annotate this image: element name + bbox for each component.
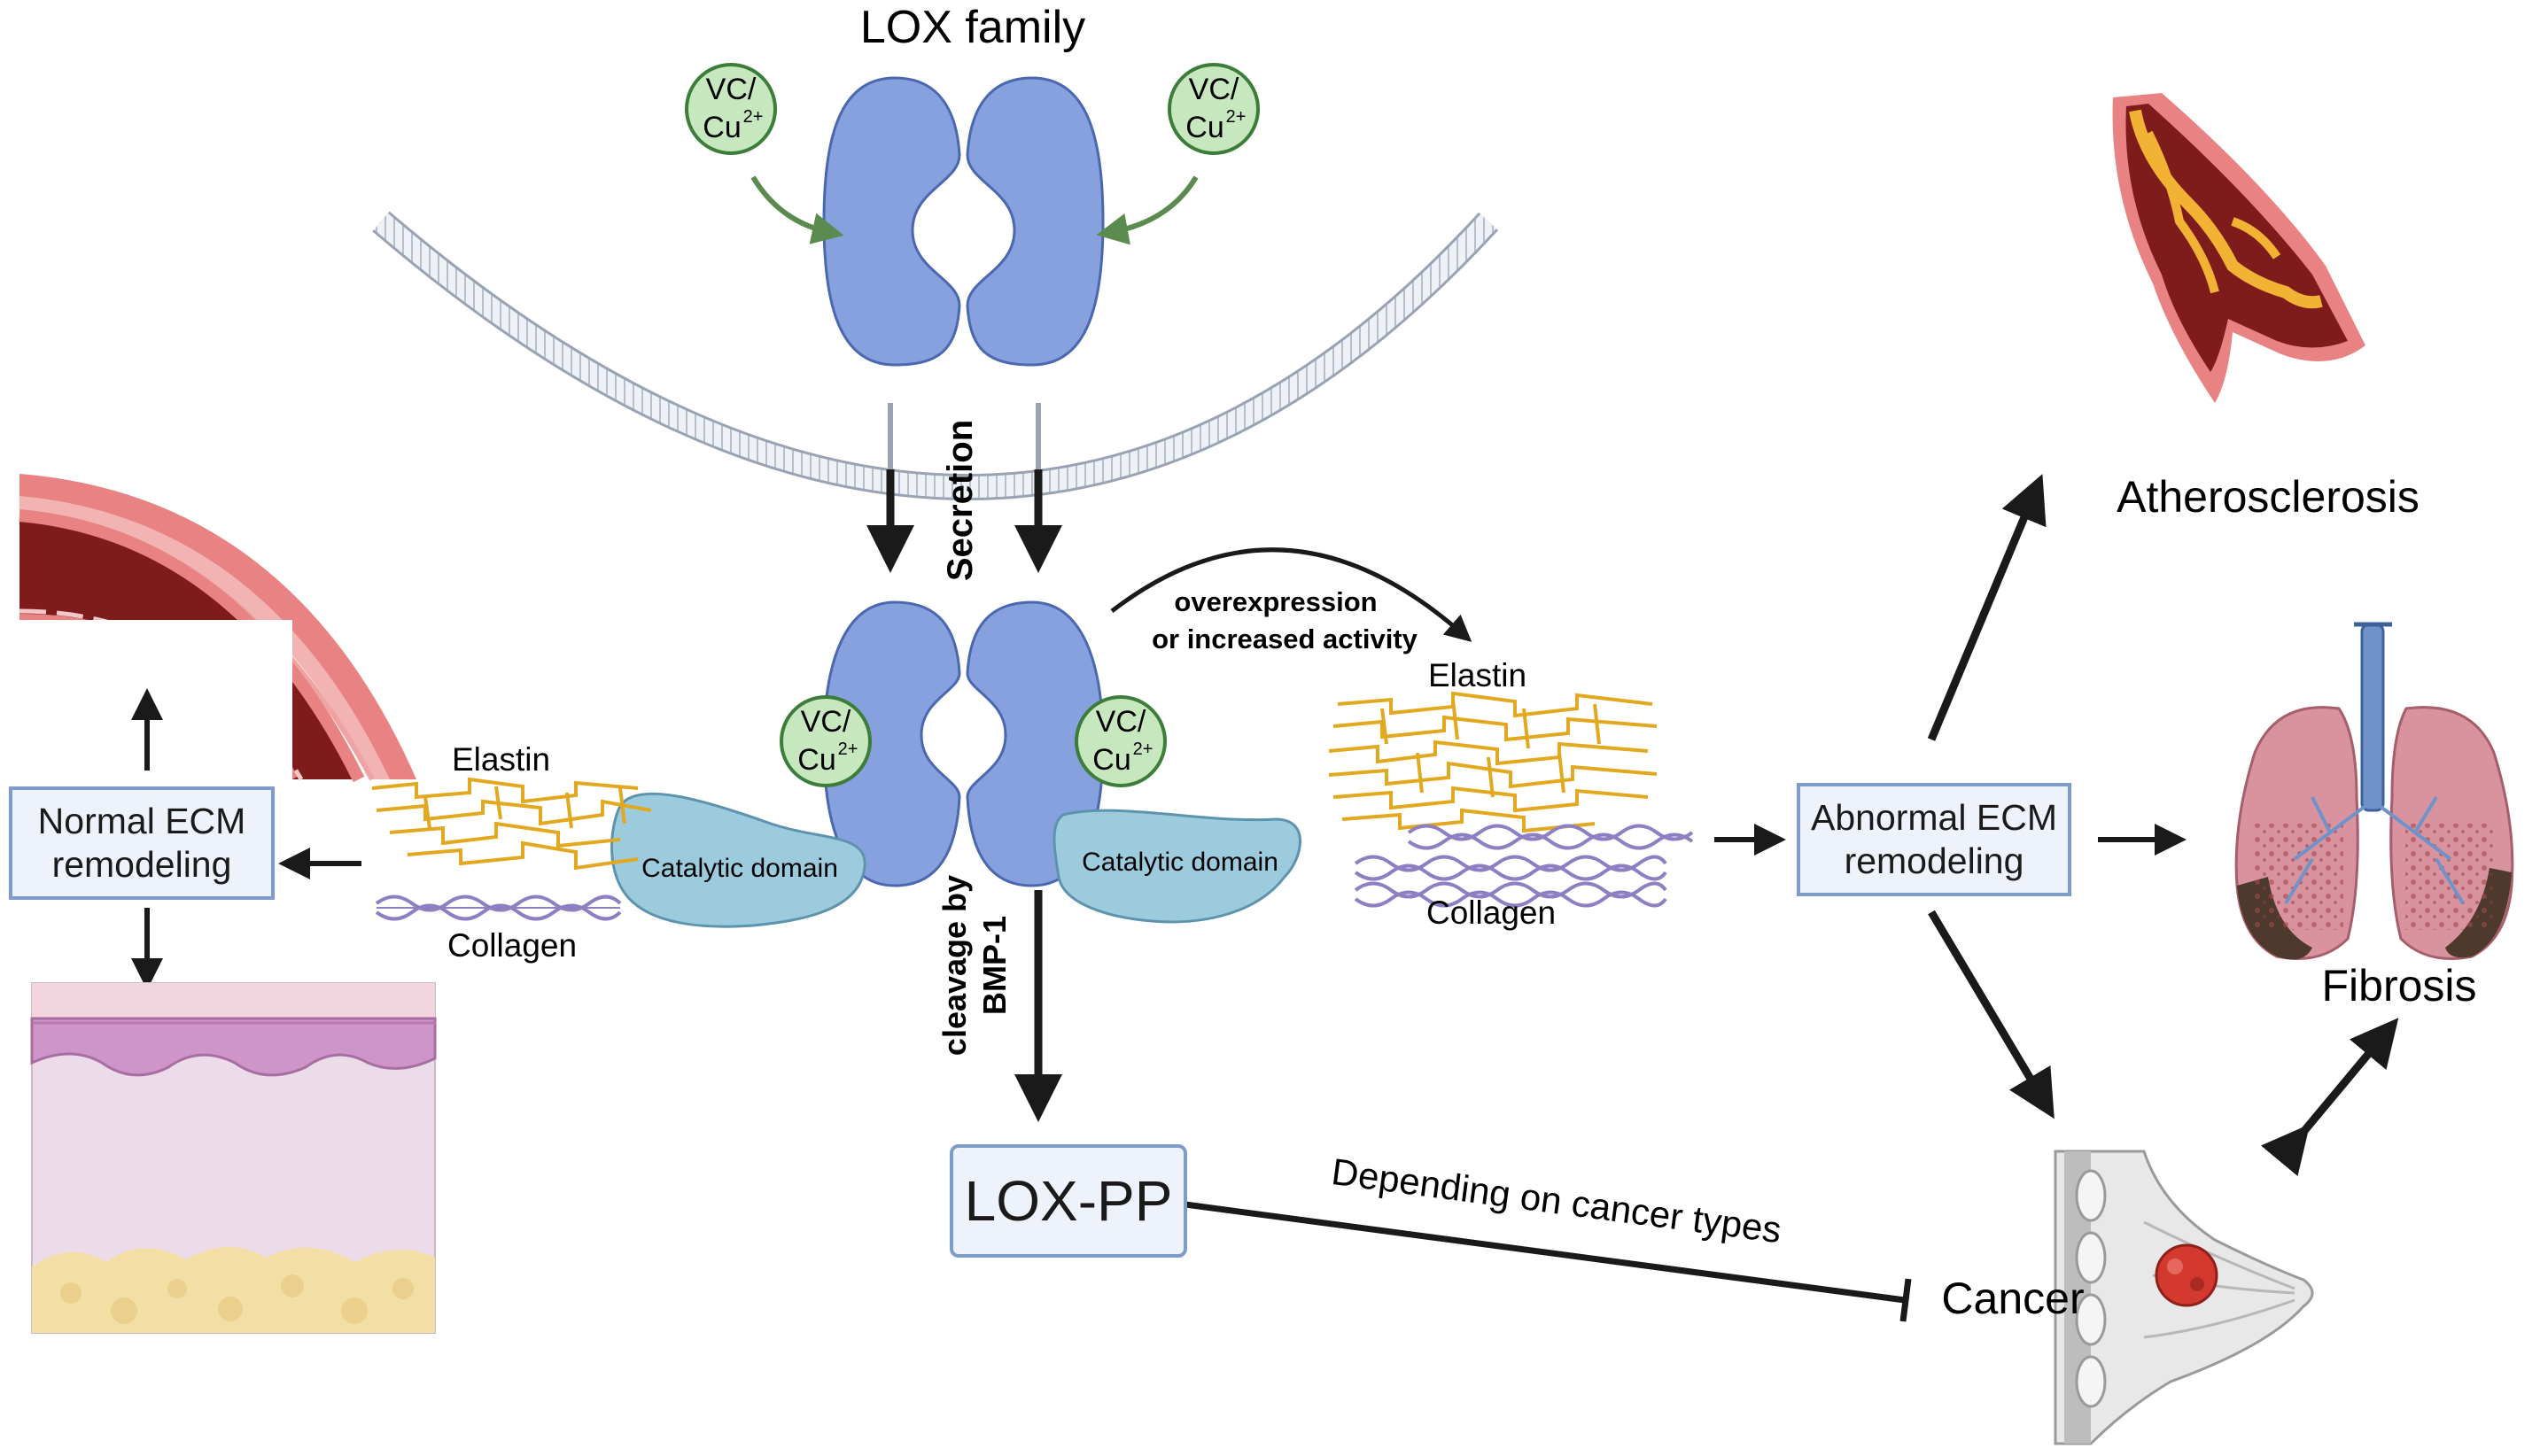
breast-cancer-illustration — [2054, 1150, 2314, 1445]
catalytic-domain-right: Catalytic domain — [1053, 809, 1301, 924]
cleavage-label-line1: cleavage by — [936, 875, 973, 1056]
abnormal-collagen-fibers — [1354, 824, 1694, 908]
overexpression-label-line2: or increased activity — [1152, 623, 1418, 654]
abnormal-elastin-fibers — [1328, 691, 1658, 833]
cofactor-circle-lower-right: VC/ Cu 2+ — [1075, 695, 1167, 787]
overexpression-arrow — [1110, 547, 1472, 642]
normal-collagen-fibers — [375, 895, 622, 921]
svg-text:Cu: Cu — [1092, 743, 1130, 777]
normal-collagen-label: Collagen — [447, 927, 577, 964]
lox-pp-inhibition-line — [1185, 1201, 1906, 1304]
abnormal-to-cancer-arrow — [1928, 910, 2055, 1119]
diagram-title: LOX family — [860, 2, 1085, 53]
svg-text:VC/: VC/ — [1189, 73, 1239, 106]
svg-text:2+: 2+ — [1133, 740, 1153, 759]
cofactor-circle-lower-left: VC/ Cu 2+ — [780, 695, 872, 787]
normal-ecm-label-line1: Normal ECM — [37, 800, 246, 841]
secretion-channels — [888, 403, 1041, 478]
abnormal-ecm-label-line1: Abnormal ECM — [1811, 796, 2057, 838]
abnormal-ecm-box: Abnormal ECM remodeling — [1797, 783, 2071, 896]
svg-text:Catalytic domain: Catalytic domain — [1082, 848, 1278, 877]
svg-text:Cu: Cu — [797, 743, 835, 777]
catalytic-domain-left: Catalytic domain — [610, 792, 866, 928]
cleavage-label-line2: BMP-1 — [976, 916, 1013, 1015]
svg-text:2+: 2+ — [743, 107, 764, 127]
cofactor-circle-top-right: VC/ Cu 2+ — [1168, 63, 1260, 155]
atherosclerosis-artery-illustration — [2112, 93, 2365, 403]
lox-dimer-membrane — [822, 76, 1105, 367]
lox-pp-box: LOX-PP — [950, 1144, 1187, 1258]
cofactor-arrows — [750, 175, 1199, 245]
inhibition-bar — [1899, 1278, 1912, 1322]
cancer-label: Cancer — [1941, 1274, 2084, 1323]
secretion-label: Secretion — [941, 420, 980, 581]
normal-elastin-fibers — [371, 777, 652, 871]
abnormal-to-atherosclerosis-arrow — [1927, 474, 2047, 741]
svg-text:Cu: Cu — [1185, 111, 1223, 144]
svg-text:VC/: VC/ — [706, 73, 757, 106]
normal-ecm-box: Normal ECM remodeling — [9, 786, 275, 900]
lungs-illustration — [2234, 622, 2514, 960]
svg-text:VC/: VC/ — [1096, 705, 1146, 739]
cell-membrane — [372, 211, 1499, 500]
svg-text:Catalytic domain: Catalytic domain — [641, 854, 838, 883]
fibrosis-cancer-arrow — [2260, 1018, 2399, 1177]
blood-vessel-illustration — [0, 474, 416, 788]
abnormal-ecm-label-line2: remodeling — [1844, 840, 2024, 881]
svg-text:VC/: VC/ — [801, 705, 851, 739]
svg-text:2+: 2+ — [1226, 107, 1247, 127]
cofactor-circle-top-left: VC/ Cu 2+ — [685, 63, 777, 155]
overexpression-label-line1: overexpression — [1174, 586, 1377, 617]
fibrosis-label: Fibrosis — [2321, 961, 2476, 1011]
normal-elastin-label: Elastin — [452, 741, 550, 778]
svg-text:2+: 2+ — [838, 740, 858, 759]
secretion-arrows — [866, 469, 1062, 573]
abnormal-collagen-label: Collagen — [1426, 895, 1556, 931]
normal-ecm-label-line2: remodeling — [51, 844, 232, 885]
skin-illustration — [30, 982, 437, 1334]
abnormal-elastin-label: Elastin — [1428, 657, 1526, 693]
lox-pp-label: LOX-PP — [964, 1168, 1173, 1233]
svg-text:Cu: Cu — [703, 111, 741, 144]
atherosclerosis-label: Atherosclerosis — [2117, 472, 2420, 522]
